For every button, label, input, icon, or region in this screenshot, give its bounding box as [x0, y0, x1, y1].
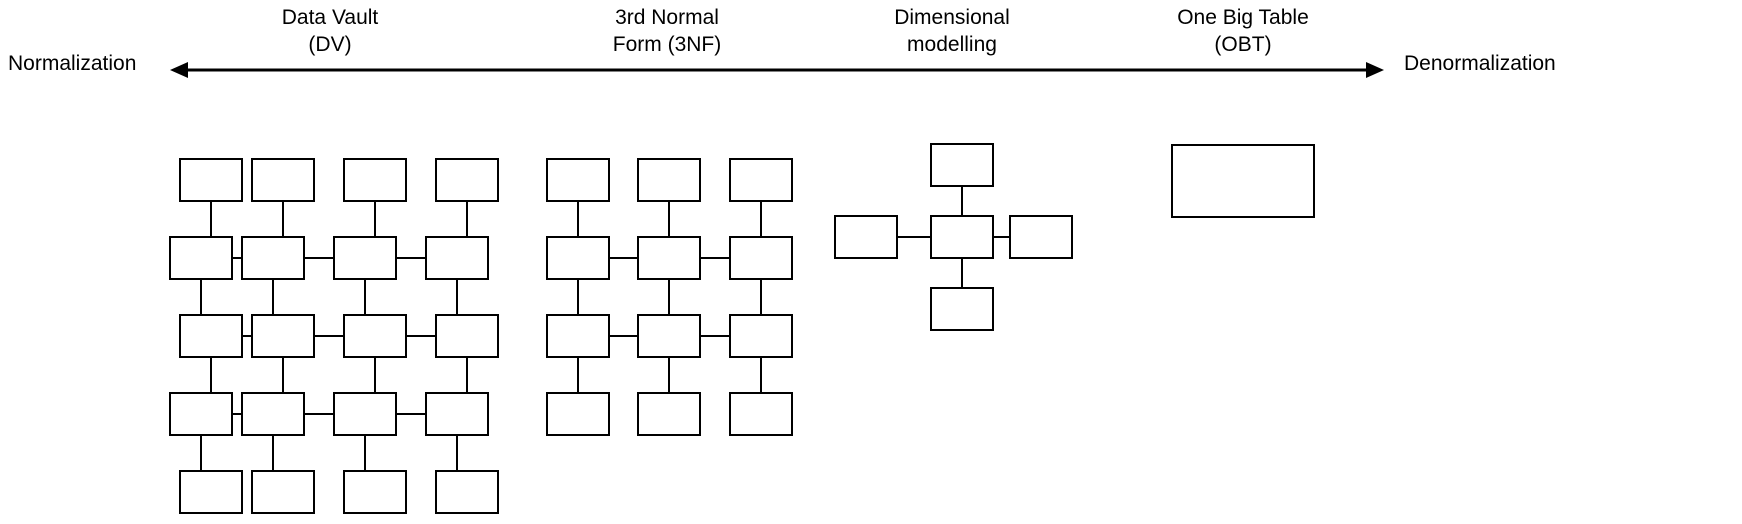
third-normal-form-node	[637, 158, 701, 202]
dimensional-modelling-dimension-node	[1009, 215, 1073, 259]
dimensional-modelling-dimension-node	[930, 143, 994, 187]
data-vault-node	[179, 158, 243, 202]
third-normal-form-node	[729, 158, 793, 202]
data-vault-node	[435, 314, 499, 358]
dimensional-modelling-dimension-node	[930, 287, 994, 331]
data-vault-node	[251, 470, 315, 514]
third-normal-form-node	[546, 158, 610, 202]
data-vault-node	[343, 314, 407, 358]
one-big-table-node	[1171, 144, 1315, 218]
third-normal-form-node	[637, 392, 701, 436]
data-vault-node	[251, 314, 315, 358]
data-vault-node	[425, 236, 489, 280]
data-vault-node	[179, 314, 243, 358]
data-vault-node	[333, 392, 397, 436]
data-vault-node	[251, 158, 315, 202]
data-vault-node	[179, 470, 243, 514]
data-vault-node	[435, 158, 499, 202]
stage-label-one-big-table: One Big Table (OBT)	[1177, 6, 1309, 56]
stage-label-data-vault: Data Vault (DV)	[281, 6, 379, 56]
third-normal-form-node	[637, 236, 701, 280]
stage-label-dimensional-modelling: Dimensional modelling	[894, 6, 1010, 56]
data-vault-node	[169, 392, 233, 436]
dimensional-modelling-dimension-node	[834, 215, 898, 259]
third-normal-form-node	[729, 314, 793, 358]
stage-label-third-normal-form: 3rd Normal Form (3NF)	[612, 6, 722, 56]
axis-label-denormalization: Denormalization	[1404, 52, 1556, 75]
data-vault-node	[343, 470, 407, 514]
third-normal-form-node	[729, 392, 793, 436]
third-normal-form-node	[546, 314, 610, 358]
arrow-head-left-icon	[170, 62, 188, 78]
third-normal-form-node	[637, 314, 701, 358]
dimensional-modelling-fact-node	[930, 215, 994, 259]
third-normal-form-node	[546, 236, 610, 280]
data-vault-node	[333, 236, 397, 280]
data-vault-node	[343, 158, 407, 202]
data-vault-node	[241, 236, 305, 280]
arrow-head-right-icon	[1366, 62, 1384, 78]
data-vault-node	[169, 236, 233, 280]
third-normal-form-node	[546, 392, 610, 436]
data-vault-node	[241, 392, 305, 436]
third-normal-form-node	[729, 236, 793, 280]
data-vault-node	[425, 392, 489, 436]
data-vault-node	[435, 470, 499, 514]
axis-label-normalization: Normalization	[8, 52, 137, 75]
